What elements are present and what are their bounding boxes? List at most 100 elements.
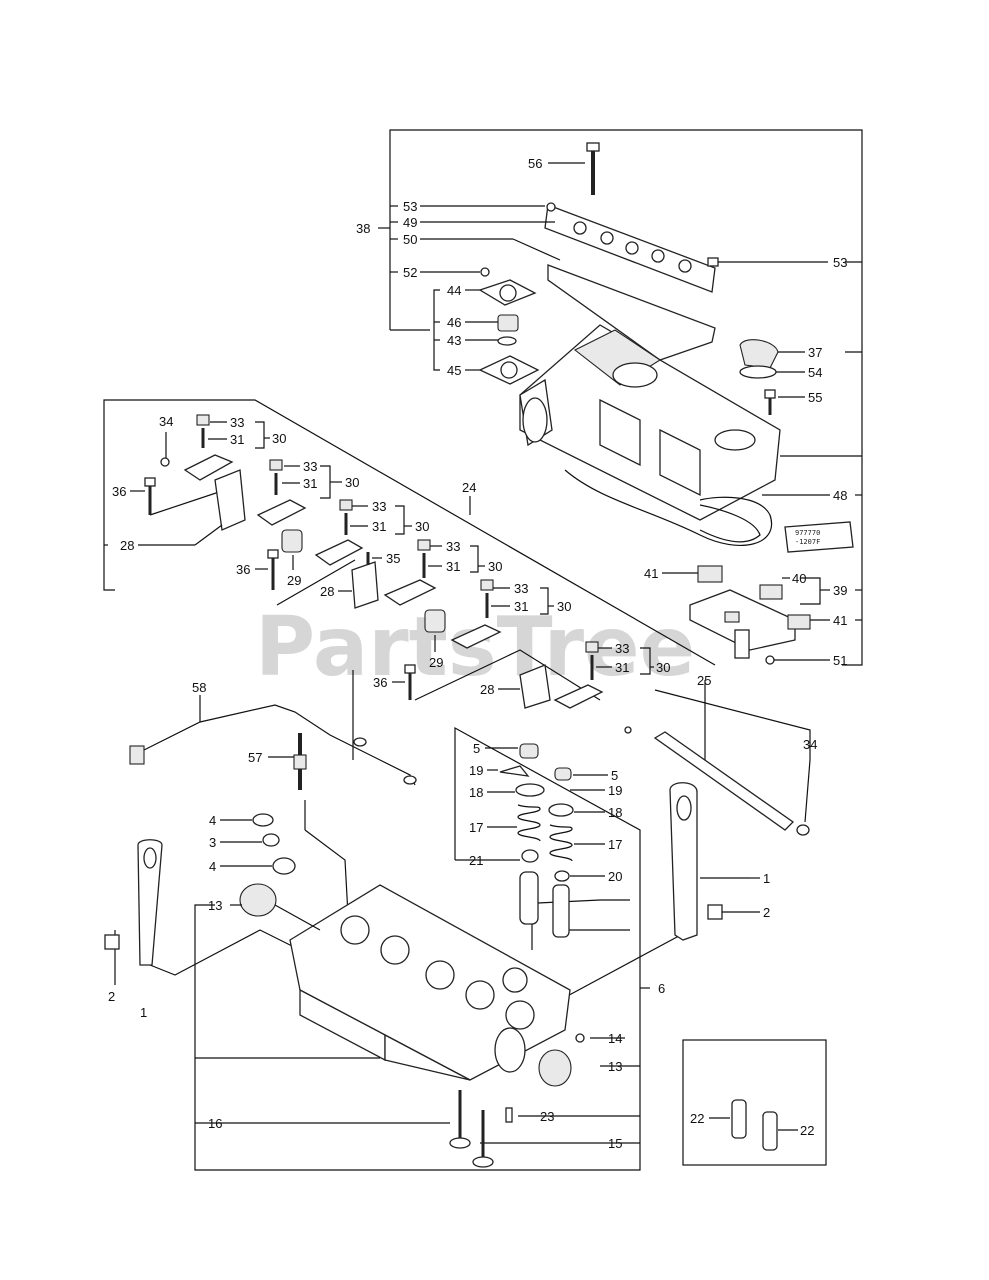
svg-text:41: 41: [644, 566, 658, 581]
svg-text:33: 33: [372, 499, 386, 514]
svg-text:22: 22: [800, 1123, 814, 1138]
svg-text:35: 35: [386, 551, 400, 566]
svg-text:50: 50: [403, 232, 417, 247]
svg-text:30: 30: [272, 431, 286, 446]
callout-34: 34: [803, 737, 817, 823]
svg-text:46: 46: [447, 315, 461, 330]
callout-labels: 56 53 49 50 38 53 52 44 46 43 45 37 54 5…: [108, 156, 847, 1151]
callout-30: 30: [548, 599, 571, 614]
callout-4: 4: [209, 813, 252, 828]
svg-text:37: 37: [808, 345, 822, 360]
svg-text:55: 55: [808, 390, 822, 405]
callout-24: 24: [462, 480, 476, 515]
callout-33: 33: [284, 459, 317, 474]
svg-text:29: 29: [287, 573, 301, 588]
callout-43: 43: [447, 333, 498, 348]
callout-19: 19: [570, 783, 622, 798]
callout-31: 31: [596, 660, 629, 675]
callout-30: 30: [330, 475, 359, 490]
svg-text:31: 31: [615, 660, 629, 675]
callout-17: 17: [469, 820, 517, 835]
svg-text:24: 24: [462, 480, 476, 495]
callout-31: 31: [350, 519, 386, 534]
svg-text:5: 5: [473, 741, 480, 756]
callout-55: 55: [778, 390, 822, 405]
svg-text:18: 18: [608, 805, 622, 820]
svg-text:36: 36: [236, 562, 250, 577]
callout-31: 31: [428, 559, 460, 574]
callout-23: 23: [540, 1109, 554, 1124]
callout-33: 33: [352, 499, 386, 514]
callout-22: 22: [778, 1123, 814, 1138]
callout-20: 20: [570, 869, 622, 884]
callout-16: 16: [208, 1116, 222, 1131]
callout-41: 41: [644, 566, 698, 581]
callout-5: 5: [573, 768, 618, 783]
callout-45: 45: [447, 363, 480, 378]
callout-35: 35: [372, 551, 400, 566]
rocker-arm-parts: [144, 414, 810, 836]
callout-30: 30: [264, 431, 286, 446]
svg-text:30: 30: [345, 475, 359, 490]
svg-text:30: 30: [415, 519, 429, 534]
callout-25: 25: [697, 673, 711, 688]
callout-1: 1: [750, 871, 770, 886]
callout-38: 38: [356, 221, 370, 236]
callout-31: 31: [491, 599, 528, 614]
svg-text:17: 17: [469, 820, 483, 835]
svg-text:41: 41: [833, 613, 847, 628]
callout-13: 13: [608, 1059, 622, 1074]
callout-33: 33: [430, 539, 460, 554]
callout-14: 14: [608, 1031, 622, 1046]
svg-text:21: 21: [469, 853, 483, 868]
callout-30: 30: [650, 660, 670, 675]
svg-text:1: 1: [763, 871, 770, 886]
callout-56: 56: [528, 156, 585, 171]
svg-text:33: 33: [446, 539, 460, 554]
callout-52: 52: [403, 265, 480, 280]
callout-5: 5: [473, 741, 518, 756]
callout-13: 13: [208, 898, 321, 931]
svg-text:30: 30: [488, 559, 502, 574]
callout-2: 2: [108, 989, 115, 1004]
svg-text:56: 56: [528, 156, 542, 171]
callout-30: 30: [478, 559, 502, 574]
callout-31: 31: [282, 476, 317, 491]
svg-text:17: 17: [608, 837, 622, 852]
svg-text:20: 20: [608, 869, 622, 884]
callout-57: 57: [248, 750, 294, 765]
callout-31: 31: [208, 432, 244, 447]
svg-text:18: 18: [469, 785, 483, 800]
svg-text:53: 53: [833, 255, 847, 270]
callout-50: 50: [403, 232, 561, 261]
callout-36: 36: [112, 484, 145, 499]
svg-text:2: 2: [763, 905, 770, 920]
callout-2: 2: [722, 905, 770, 920]
callout-29: 29: [287, 555, 301, 588]
svg-text:31: 31: [303, 476, 317, 491]
callout-41: 41: [810, 613, 847, 628]
callout-36: 36: [236, 562, 268, 577]
svg-text:19: 19: [469, 763, 483, 778]
svg-text:58: 58: [192, 680, 206, 695]
callout-54: 54: [776, 365, 822, 380]
svg-text:31: 31: [514, 599, 528, 614]
callout-40: 40: [782, 571, 806, 586]
svg-text:4: 4: [209, 813, 216, 828]
callout-19: 19: [469, 763, 498, 778]
svg-text:3: 3: [209, 835, 216, 850]
svg-text:30: 30: [557, 599, 571, 614]
callout-22: 22: [690, 1111, 730, 1126]
callout-37: 37: [778, 345, 822, 360]
callout-21: 21: [455, 853, 520, 868]
svg-text:29: 29: [429, 655, 443, 670]
callout-28: 28: [120, 524, 223, 553]
svg-text:5: 5: [611, 768, 618, 783]
callout-39: 39: [820, 583, 847, 598]
tube-label-line2: -1207F: [795, 538, 820, 546]
svg-text:28: 28: [120, 538, 134, 553]
svg-text:28: 28: [480, 682, 494, 697]
svg-text:22: 22: [690, 1111, 704, 1126]
